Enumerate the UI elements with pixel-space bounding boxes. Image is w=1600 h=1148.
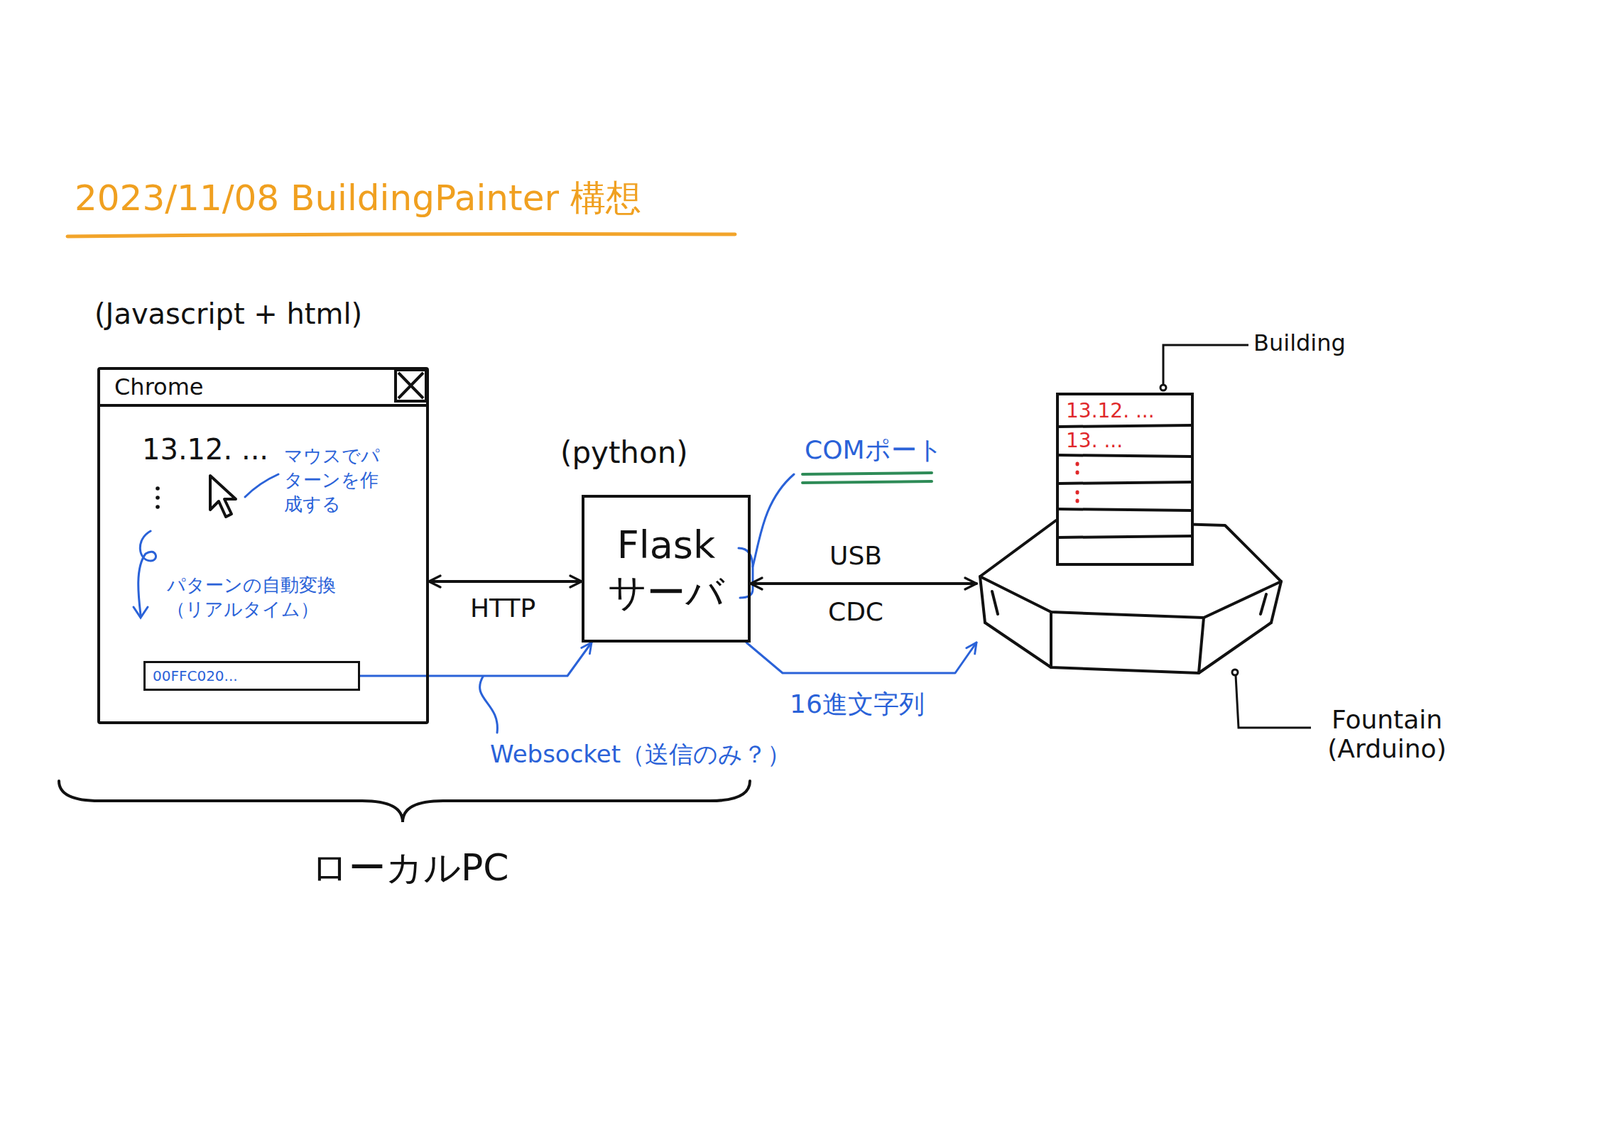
- building-label: Building: [1253, 329, 1346, 357]
- connector: [750, 582, 977, 586]
- server-box: (python)Flask サーバ: [581, 494, 751, 643]
- runtime-label: (python): [560, 435, 689, 471]
- continuation-dot: [155, 495, 160, 500]
- data-format-label: 16進文字列: [789, 689, 925, 719]
- port-leader: [752, 474, 794, 567]
- fountain-label: Fountain (Arduino): [1315, 705, 1458, 764]
- outline-stroke: [980, 576, 1282, 674]
- outline-stroke: [984, 622, 1272, 674]
- server-name: Flask サーバ: [605, 521, 727, 618]
- window-title: Chrome: [100, 369, 427, 407]
- connector: [746, 642, 977, 674]
- note-leader: [245, 474, 279, 498]
- continuation-dot: [155, 504, 160, 510]
- close-box: [395, 369, 427, 402]
- fountain-leader: [1235, 675, 1311, 728]
- protocol-label: USB CDC: [828, 541, 884, 627]
- scope-brace: [58, 781, 750, 823]
- edge-label-holder: Websocket（送信のみ？）: [490, 738, 792, 772]
- connector: [360, 642, 592, 677]
- annotation-note: マウスでパターンを作成する: [284, 444, 380, 517]
- protocol-label: Websocket（送信のみ？）: [490, 739, 792, 769]
- hex-input-box: 00FFC020...: [143, 661, 361, 691]
- hex-string: 00FFC020...: [152, 667, 238, 685]
- port-bracket: [738, 548, 753, 598]
- protocol-label: HTTP: [470, 593, 536, 623]
- building-leader: [1163, 345, 1249, 385]
- edge-label-holder: HTTP: [470, 593, 536, 623]
- leader-dot: [1160, 384, 1167, 391]
- outline-stroke: [980, 520, 1282, 618]
- title-underline: [67, 233, 736, 237]
- flow-arrowhead: [133, 607, 148, 618]
- page-title: 2023/11/08 BuildingPainter 構想: [74, 174, 642, 223]
- pattern-preview: 13.12. ...: [142, 433, 269, 466]
- continuation-dot: [155, 486, 160, 491]
- annotation-note: パターンの自動変換（リアルタイム）: [166, 573, 341, 623]
- flow-arrow: [138, 531, 157, 616]
- label-leader: [480, 676, 498, 733]
- pattern-row: 13.12. ...: [1065, 399, 1155, 423]
- pattern-row: 13. ...: [1065, 429, 1123, 453]
- edge-label-holder: 16進文字列: [789, 687, 925, 723]
- port-label: COMポート: [804, 433, 944, 468]
- close-cross: [398, 372, 424, 399]
- outline-stroke: [1058, 425, 1191, 538]
- mouse-cursor: [210, 475, 236, 517]
- outline-stroke: [1075, 463, 1080, 502]
- leader-dot: [1232, 669, 1238, 676]
- port-underline: [802, 472, 932, 483]
- connector: [428, 580, 582, 584]
- window-heading: (Javascript + html): [94, 297, 363, 331]
- edge-label-holder: USB CDC: [823, 527, 888, 640]
- building-model: Building13.12. ...13. ...: [1056, 392, 1194, 567]
- scope-label: ローカルPC: [311, 843, 510, 894]
- browser-window: (Javascript + html)Chrome00FFC020...: [97, 367, 429, 725]
